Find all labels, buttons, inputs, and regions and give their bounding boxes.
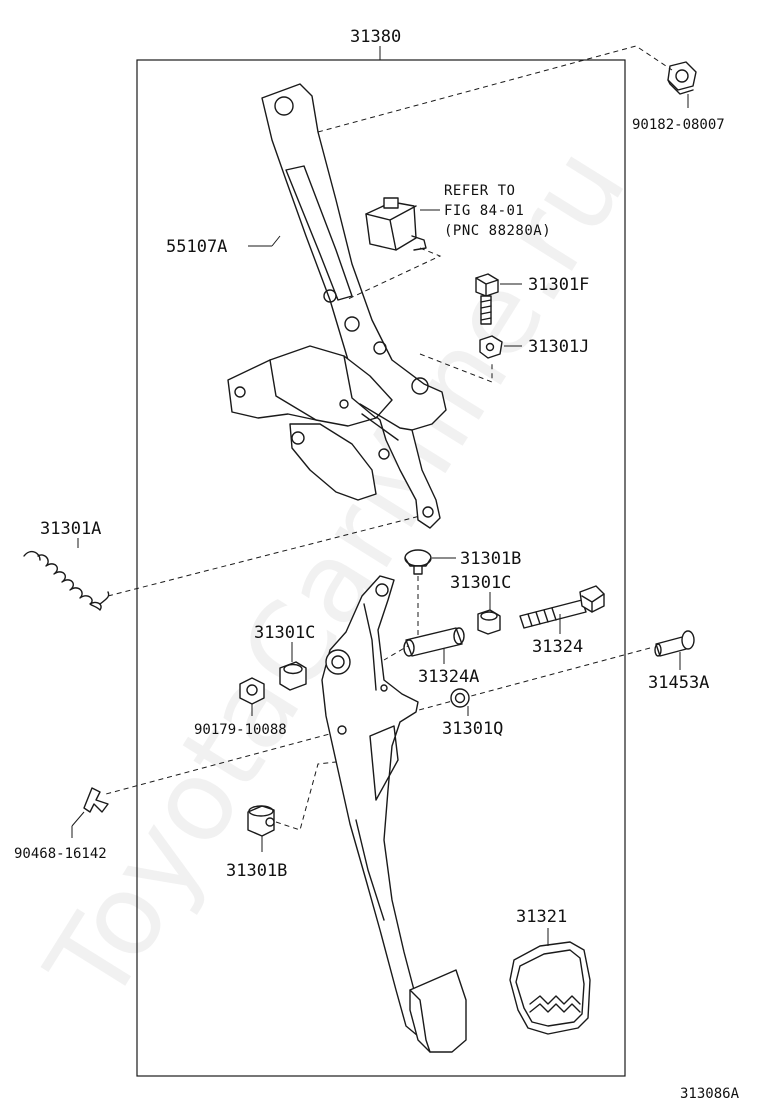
reference-note-line3: (PNC 88280A) — [444, 223, 551, 239]
bolt-31301F — [475, 273, 499, 325]
label-31301A: 31301A — [40, 519, 101, 539]
pin-31453A — [654, 630, 695, 657]
nut-90182-08007 — [667, 61, 697, 95]
reference-note-line1: REFER TO — [444, 183, 515, 199]
bush-31301C-right — [477, 609, 501, 635]
figure-code: 313086A — [680, 1086, 740, 1102]
stopper-31301B-top — [404, 549, 432, 575]
assembly-frame — [136, 59, 626, 1077]
pedal-bracket-55107A — [227, 83, 447, 529]
bush-31301Q — [450, 688, 470, 708]
label-31301Q: 31301Q — [442, 719, 503, 739]
bolt-31324 — [519, 585, 605, 629]
label-31453A: 31453A — [648, 673, 709, 693]
pedal-pad-31321 — [509, 941, 591, 1035]
label-31301C-left: 31301C — [254, 623, 315, 643]
label-90182-08007: 90182-08007 — [632, 117, 725, 133]
label-31380: 31380 — [350, 27, 401, 47]
stopper-31301B-bottom — [247, 805, 275, 837]
label-31324A: 31324A — [418, 667, 479, 687]
reference-note-line2: FIG 84-01 — [444, 203, 524, 219]
label-90179-10088: 90179-10088 — [194, 722, 287, 738]
label-31324: 31324 — [532, 637, 583, 657]
nut-31301J — [479, 335, 503, 359]
stop-lamp-switch — [365, 197, 427, 251]
label-31301B-bottom: 31301B — [226, 861, 287, 881]
collar-31324A — [403, 627, 465, 657]
clip-90468-16142 — [83, 787, 109, 813]
label-31301B-top: 31301B — [460, 549, 521, 569]
bush-31301C-left — [279, 661, 307, 691]
label-31321: 31321 — [516, 907, 567, 927]
label-31301C-right: 31301C — [450, 573, 511, 593]
label-31301J: 31301J — [528, 337, 589, 357]
return-spring-31301A — [23, 550, 110, 611]
label-90468-16142: 90468-16142 — [14, 846, 107, 862]
label-55107A: 55107A — [166, 237, 227, 257]
label-31301F: 31301F — [528, 275, 589, 295]
nut-90179-10088 — [239, 677, 265, 705]
brake-pedal-arm — [321, 575, 467, 1053]
